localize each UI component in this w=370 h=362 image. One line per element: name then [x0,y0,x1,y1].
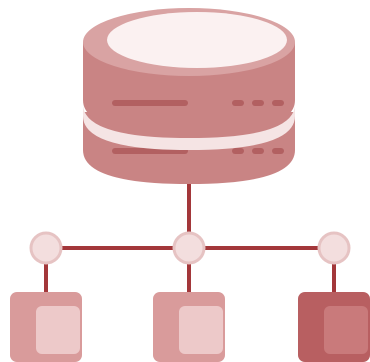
center-box [153,292,225,362]
db-separator [83,104,295,150]
db-lower-dash-3 [272,148,284,154]
left-node [29,231,63,265]
database-cylinder-icon [83,8,295,184]
db-top-highlight [107,12,287,68]
db-upper-dash-2 [252,100,264,106]
right-node [317,231,351,265]
db-lower-dash-1 [232,148,244,154]
db-lower-dash-2 [252,148,264,154]
center-node [172,231,206,265]
junction-nodes [29,231,351,265]
right-box [298,292,370,362]
left-box [10,292,82,362]
client-boxes [10,292,370,362]
db-upper-dash-3 [272,100,284,106]
db-upper-dash-1 [232,100,244,106]
db-upper-line [112,100,188,106]
